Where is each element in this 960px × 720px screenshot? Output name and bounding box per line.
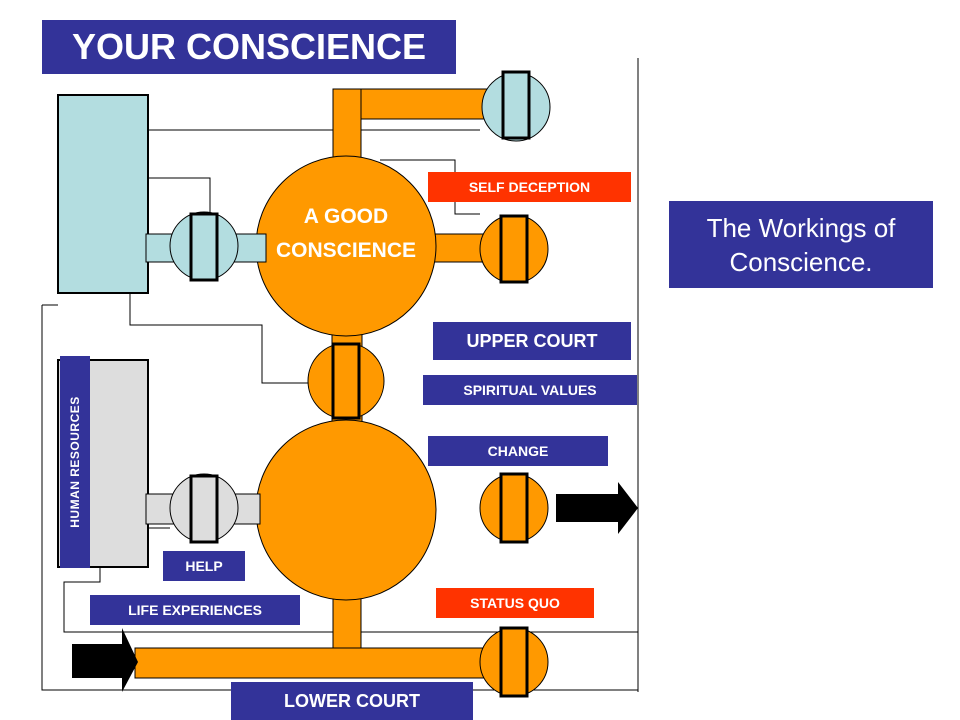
lower-chamber: [255, 419, 437, 601]
valve-self-deception: [479, 214, 549, 284]
lower-court-label: LOWER COURT: [231, 682, 473, 720]
valve-upper-court: [307, 342, 385, 420]
life-experiences-label: LIFE EXPERIENCES: [90, 595, 300, 625]
help-label: HELP: [163, 551, 245, 581]
pipe-bottom-horizontal: [134, 647, 496, 679]
good-conscience-label: A GOOD CONSCIENCE: [252, 196, 440, 272]
change-label: CHANGE: [428, 436, 608, 466]
arrow-right-change-icon: [556, 482, 638, 534]
valve-change: [479, 472, 549, 544]
good-conscience-label-line1: A GOOD: [303, 205, 389, 228]
human-resources-text: HUMAN RESOURCES: [68, 396, 83, 528]
subtitle-box: The Workings of Conscience.: [669, 201, 933, 288]
valve-status-quo: [479, 626, 549, 698]
valve-blue-left: [169, 211, 239, 282]
pipe-top-vertical: [332, 88, 362, 162]
status-quo-label: STATUS QUO: [436, 588, 594, 618]
valve-top-blue: [481, 70, 551, 142]
blue-tank: [57, 94, 149, 294]
human-resources-label: HUMAN RESOURCES: [60, 356, 90, 568]
page-title: YOUR CONSCIENCE: [42, 20, 456, 74]
spiritual-values-label: SPIRITUAL VALUES: [423, 375, 637, 405]
upper-court-label: UPPER COURT: [433, 322, 631, 360]
valve-help: [169, 473, 239, 544]
arrow-right-input-icon: [72, 628, 138, 692]
self-deception-label: SELF DECEPTION: [428, 172, 631, 202]
good-conscience-label-line2: CONSCIENCE: [275, 239, 417, 262]
